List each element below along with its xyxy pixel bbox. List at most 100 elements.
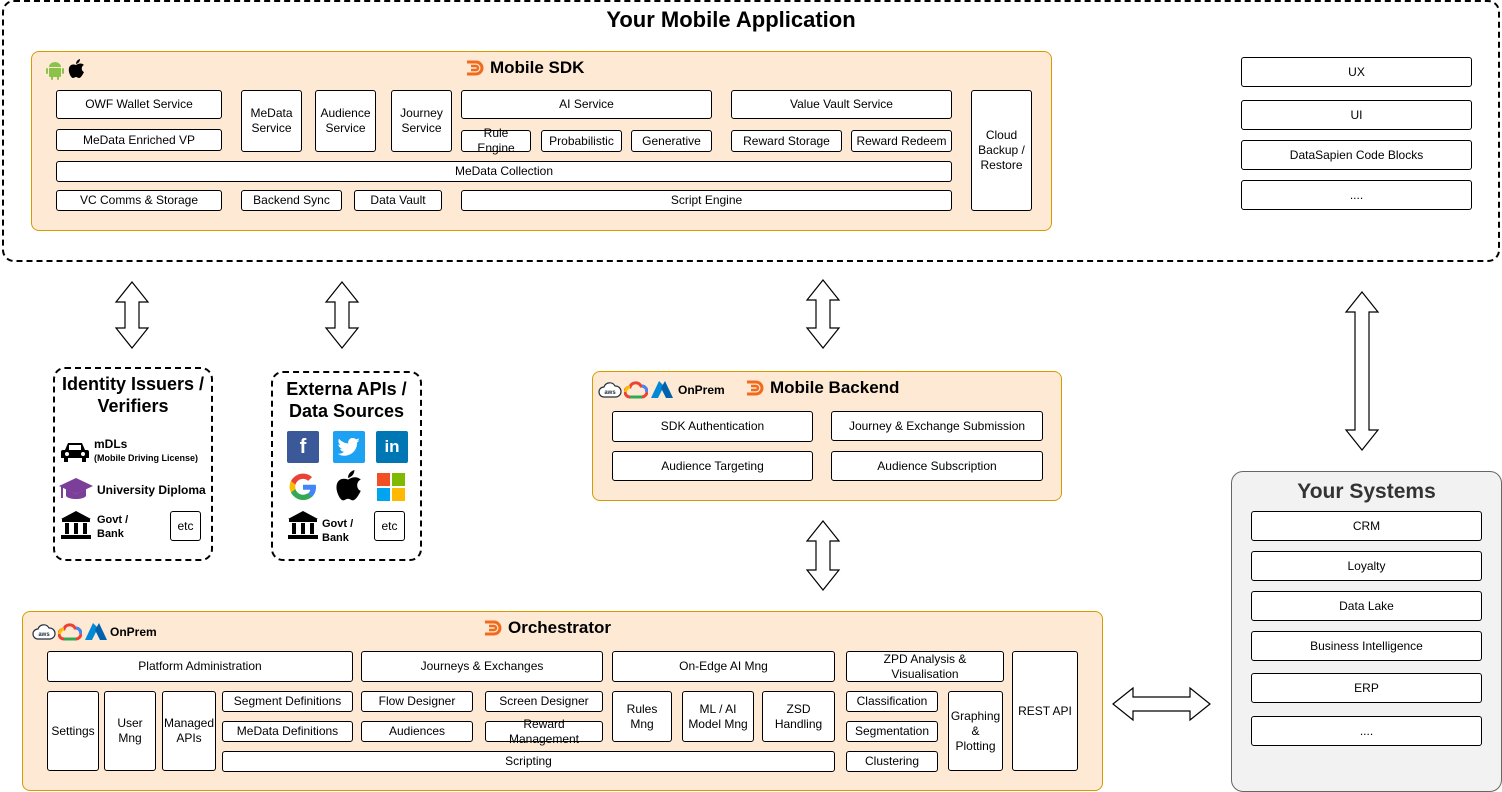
svg-text:aws: aws — [38, 632, 50, 638]
rules-mng: Rules Mng — [612, 691, 672, 742]
journey-exchange-submission: Journey & Exchange Submission — [831, 411, 1043, 441]
journey-service: Journey Service — [391, 90, 452, 152]
arrow-orchestrator-systems — [1112, 686, 1211, 722]
govt-bank-label: Govt / Bank — [97, 514, 129, 540]
orchestrator-onprem-label: OnPrem — [110, 625, 157, 639]
user-mng: User Mng — [104, 691, 156, 771]
system-erp: ERP — [1251, 673, 1482, 703]
gcp-icon — [58, 623, 82, 641]
datasapien-logo-icon — [467, 60, 484, 76]
ui-stack-item-ui: UI — [1241, 100, 1472, 130]
segment-definitions: Segment Definitions — [222, 691, 353, 712]
medata-service: MeData Service — [241, 90, 302, 152]
ui-stack-item-code-blocks: DataSapien Code Blocks — [1241, 140, 1472, 170]
rest-api: REST API — [1012, 651, 1078, 771]
backend-cloud-providers: aws OnPrem — [598, 380, 725, 400]
arrow-sdk-identity — [114, 281, 150, 349]
medata-definitions: MeData Definitions — [222, 721, 353, 742]
apple-icon — [67, 59, 85, 84]
identity-issuers-container — [53, 367, 213, 561]
graduation-cap-icon — [58, 476, 94, 507]
medata-enriched-vp: MeData Enriched VP — [56, 129, 222, 151]
external-apis-title: Externa APIs / Data Sources — [286, 379, 407, 421]
mobile-sdk-label: Mobile SDK — [490, 58, 585, 77]
system-business-intelligence: Business Intelligence — [1251, 631, 1482, 661]
vc-comms-storage: VC Comms & Storage — [56, 190, 222, 211]
arrow-sdk-backend — [805, 279, 841, 349]
reward-storage: Reward Storage — [731, 130, 842, 152]
audience-subscription: Audience Subscription — [831, 451, 1043, 481]
orchestrator-cloud-providers: aws OnPrem — [32, 622, 157, 642]
graphing-plotting: Graphing & Plotting — [948, 691, 1003, 771]
backend-onprem-label: OnPrem — [678, 383, 725, 397]
linkedin-icon: in — [376, 431, 408, 463]
android-icon — [46, 60, 64, 85]
owf-wallet-service: OWF Wallet Service — [56, 90, 222, 119]
flow-designer: Flow Designer — [361, 691, 473, 712]
data-vault: Data Vault — [354, 190, 442, 211]
classification: Classification — [846, 691, 938, 712]
system-data-lake: Data Lake — [1251, 591, 1482, 621]
mobile-application-title: Your Mobile Application — [606, 7, 856, 32]
datasapien-logo-icon — [485, 620, 502, 636]
settings: Settings — [47, 691, 99, 771]
identity-issuers-title: Identity Issuers / Verifiers — [61, 374, 205, 416]
screen-designer: Screen Designer — [485, 691, 603, 712]
on-edge-ai-mng: On-Edge AI Mng — [612, 651, 835, 682]
mdls-text: mDLs — [94, 437, 128, 451]
value-vault-service: Value Vault Service — [731, 90, 952, 119]
azure-icon — [85, 623, 107, 640]
scripting: Scripting — [222, 751, 835, 772]
mobile-sdk-title: Mobile SDK — [464, 57, 584, 79]
svg-text:aws: aws — [604, 390, 616, 396]
audience-service: Audience Service — [315, 90, 376, 152]
system-loyalty: Loyalty — [1251, 551, 1482, 581]
segmentation: Segmentation — [846, 721, 938, 742]
arrow-sdk-external — [324, 281, 360, 349]
mdls-subtext: (Mobile Driving License) — [94, 453, 199, 463]
mobile-application-container — [2, 0, 1500, 262]
medata-collection: MeData Collection — [56, 161, 952, 182]
clustering: Clustering — [846, 751, 938, 772]
external-apis-container — [271, 371, 422, 561]
azure-icon — [651, 381, 673, 398]
ml-ai-model-mng: ML / AI Model Mng — [682, 691, 754, 742]
mobile-backend-label: Mobile Backend — [770, 378, 900, 397]
cloud-backup-restore: Cloud Backup / Restore — [971, 90, 1032, 211]
orchestrator-label: Orchestrator — [508, 618, 611, 637]
journeys-exchanges: Journeys & Exchanges — [361, 651, 603, 682]
your-systems-title: Your Systems — [1297, 480, 1436, 503]
bank-icon-external — [287, 510, 319, 545]
zpd-analysis-visualisation: ZPD Analysis & Visualisation — [846, 651, 1004, 682]
audiences: Audiences — [361, 721, 473, 742]
orchestrator-title: Orchestrator — [482, 617, 611, 639]
backend-sync: Backend Sync — [241, 190, 342, 211]
system-crm: CRM — [1251, 511, 1482, 541]
google-icon — [287, 471, 319, 508]
external-etc-box: etc — [374, 511, 405, 541]
microsoft-icon — [377, 473, 405, 506]
generative: Generative — [631, 130, 712, 152]
script-engine: Script Engine — [461, 190, 952, 211]
mdls-label: mDLs (Mobile Driving License) — [94, 437, 198, 465]
external-govt-bank-label: Govt / Bank — [322, 518, 354, 544]
zsd-handling: ZSD Handling — [762, 691, 835, 742]
aws-icon: aws — [32, 624, 56, 640]
platform-administration: Platform Administration — [47, 651, 353, 682]
arrow-app-systems — [1344, 291, 1380, 451]
twitter-icon — [333, 431, 365, 463]
apple-logo-icon — [333, 470, 363, 507]
probabilistic: Probabilistic — [541, 130, 622, 152]
sdk-authentication: SDK Authentication — [612, 411, 813, 442]
arrow-backend-orchestrator — [805, 520, 841, 591]
facebook-icon: f — [287, 431, 319, 463]
ai-service: AI Service — [461, 90, 712, 119]
university-diploma-label: University Diploma — [97, 483, 206, 497]
audience-targeting: Audience Targeting — [612, 451, 813, 481]
ui-stack-item-more: .... — [1241, 180, 1472, 210]
identity-etc-box: etc — [170, 511, 201, 541]
reward-redeem: Reward Redeem — [851, 130, 952, 152]
managed-apis: Managed APIs — [162, 691, 216, 771]
mobile-backend-title: Mobile Backend — [744, 377, 899, 399]
